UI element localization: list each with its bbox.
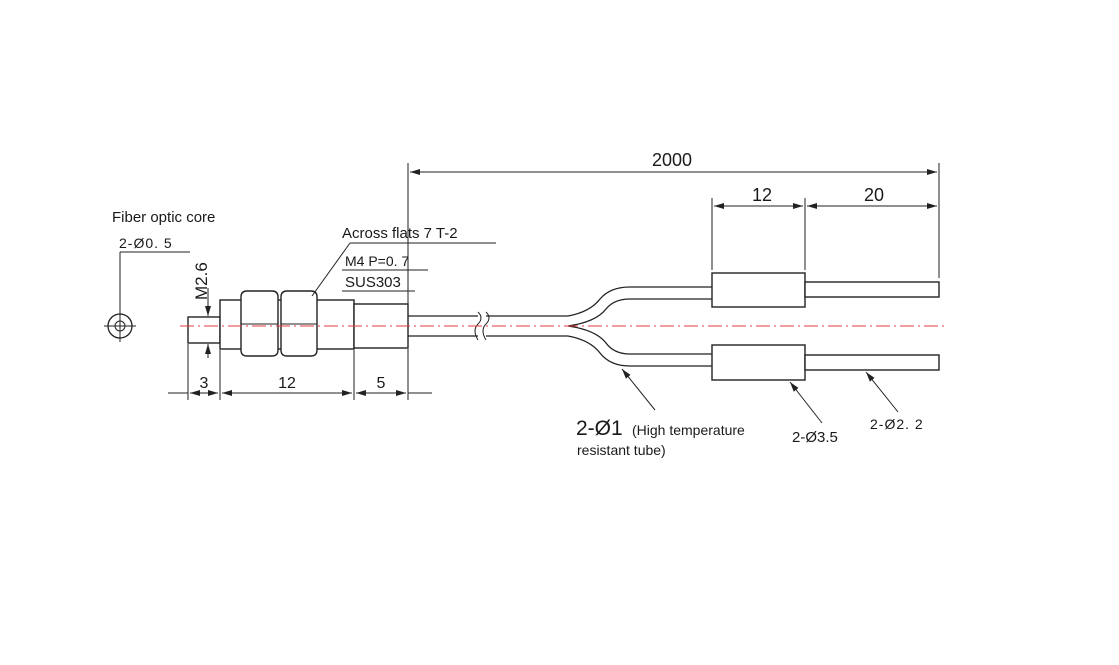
head-spec-leader (311, 242, 496, 297)
dim-sleeve-length: 12 (752, 185, 772, 205)
core-dia-label: 2-Ø0. 5 (119, 235, 173, 251)
tube-leader (621, 368, 656, 411)
dim-tip-length: 3 (200, 375, 209, 392)
lower-sleeve (711, 344, 806, 381)
end-tube-leader (865, 371, 899, 413)
tube-dia-label: 2-Ø1 (576, 417, 623, 440)
top-dimensions (407, 163, 940, 304)
upper-end-tube (804, 281, 940, 298)
dim-end-length: 20 (864, 185, 884, 205)
core-section-symbol (104, 251, 190, 342)
core-title-label: Fiber optic core (112, 209, 215, 226)
thread-spec-label: M4 P=0. 7 (345, 253, 409, 269)
dim-thread-length: 12 (278, 375, 296, 392)
cable-break-symbol (474, 311, 482, 341)
dim-total-length: 2000 (652, 150, 692, 170)
material-label: SUS303 (345, 274, 401, 291)
bottom-leaders (621, 368, 899, 424)
bottom-dimensions (168, 344, 432, 400)
end-tube-dia-label: 2-Ø2. 2 (870, 416, 924, 432)
tube-note-line-2: resistant tube) (577, 442, 666, 458)
across-flats-label: Across flats 7 T-2 (342, 225, 458, 242)
thread-dia-marker (200, 288, 216, 358)
fiber-cable (408, 286, 712, 367)
dim-collar-length: 5 (377, 375, 386, 392)
tube-note-line-1: (High temperature (632, 422, 745, 438)
sleeve-leader (789, 381, 823, 424)
sleeve-dia-label: 2-Ø3.5 (792, 429, 838, 446)
thread-dia-label: M2.6 (192, 262, 211, 300)
lower-end-tube (804, 354, 940, 371)
sensor-head (187, 290, 409, 357)
upper-sleeve (711, 272, 806, 308)
sensor-tip (187, 316, 221, 344)
